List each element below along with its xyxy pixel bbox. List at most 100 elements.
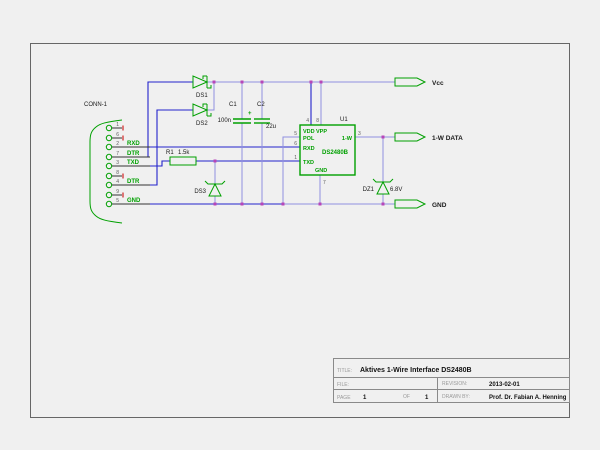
vcc-flag-label: Vcc [432, 80, 444, 87]
c2-value: 22u [266, 124, 276, 130]
c2-plus-sign: + [248, 111, 252, 117]
r1-body[interactable] [169, 156, 197, 166]
u1-part-number: DS2480B [322, 150, 349, 156]
connector-pin[interactable] [105, 162, 113, 170]
title-block: TITLE: Aktives 1-Wire Interface DS2480B … [333, 358, 570, 403]
pin-number: 5 [116, 198, 119, 204]
zener-dz1[interactable]: DZ1 6.8V [363, 178, 403, 195]
1w-data-flag-label: 1-W DATA [432, 135, 463, 142]
wire-txd-to-r1[interactable] [150, 160, 170, 167]
u1-pin-rxd: RXD [303, 146, 315, 152]
connector-pin[interactable] [105, 172, 113, 180]
sheet-title: Aktives 1-Wire Interface DS2480B [360, 367, 472, 374]
connector-pin[interactable] [105, 181, 113, 189]
page-number: 1 [363, 395, 367, 401]
junction-dot [281, 202, 285, 206]
u1-ref: U1 [340, 117, 348, 123]
ds3-symbol[interactable] [208, 182, 222, 197]
capacitor-c2[interactable]: C2 + 22u [248, 102, 276, 130]
pin-number: 1 [116, 122, 119, 128]
diode-ds2[interactable]: DS2 [192, 103, 212, 127]
drawn-by-label: DRAWN BY: [442, 394, 470, 400]
zener-ds3[interactable]: DS3 [194, 180, 226, 197]
connector-pin[interactable] [105, 124, 113, 132]
resistor-r1[interactable]: R1 1.5k [166, 150, 197, 166]
flag-vcc[interactable]: Vcc [394, 77, 444, 87]
ds1-schottky-hooks [202, 75, 212, 89]
net-label-gnd: GND [127, 198, 141, 204]
ds3-ref: DS3 [194, 189, 206, 195]
u1-body[interactable] [299, 124, 356, 176]
pin-number: 4 [116, 179, 119, 185]
pin-number: 7 [116, 151, 119, 157]
connector-pin[interactable] [105, 153, 113, 161]
junction-dot [240, 202, 244, 206]
connector-conn1[interactable]: CONN-1 1 6 2 7 3 8 4 9 5 [84, 102, 150, 224]
dz1-value: 6.8V [390, 187, 402, 193]
junction-dot [381, 202, 385, 206]
dz1-symbol[interactable] [376, 180, 390, 195]
connector-ref: CONN-1 [84, 102, 108, 108]
r1-value: 1.5k [178, 150, 190, 156]
ds2-ref: DS2 [196, 121, 208, 127]
connector-pin[interactable] [105, 134, 113, 142]
wire-dtr4-to-ds2[interactable] [150, 109, 193, 186]
junction-dot [319, 80, 323, 84]
ds1-symbol[interactable] [192, 75, 209, 89]
title-block-border [333, 358, 570, 403]
dz1-ref: DZ1 [363, 187, 375, 193]
u1-pin-pol: POL [303, 136, 315, 142]
u1-pin-vdd: VDD [303, 129, 315, 135]
u1-pin-number-rxd: 6 [294, 141, 297, 147]
wire-pol-to-gnd[interactable] [282, 136, 300, 204]
diode-ds1[interactable]: DS1 [192, 75, 212, 99]
net-label-dtr4: DTR [127, 179, 140, 185]
u1-pin-vpp: VPP [316, 129, 327, 135]
pin-number: 3 [116, 160, 119, 166]
u1-pin-number-vdd: 4 [306, 118, 309, 124]
u1-pin-number-1w: 3 [358, 131, 361, 137]
c1-value: 100n [218, 118, 231, 124]
revision-label: REVISION: [442, 381, 467, 387]
net-label-txd: TXD [127, 160, 140, 166]
pin-number: 8 [116, 170, 119, 176]
ds2-symbol[interactable] [192, 103, 209, 117]
sheet-border [30, 43, 570, 418]
u1-pin-1w: 1-W [342, 136, 353, 142]
pin-number: 9 [116, 189, 119, 195]
dz1-zener-bar [372, 178, 394, 183]
flag-gnd[interactable]: GND [394, 199, 447, 209]
wire-ds2-to-vcc[interactable] [207, 82, 215, 111]
connector-pin[interactable] [105, 200, 113, 208]
net-label-rxd: RXD [127, 141, 140, 147]
junction-dot [318, 202, 322, 206]
junction-dot [309, 80, 313, 84]
1w-data-flag-shape[interactable] [394, 132, 427, 142]
pin-number: 6 [116, 132, 119, 138]
gnd-flag-shape[interactable] [394, 199, 427, 209]
ds2-schottky-hooks [202, 103, 212, 117]
c2-ref: C2 [257, 102, 265, 108]
file-label: FILE: [337, 382, 349, 388]
connector-pin[interactable] [105, 143, 113, 151]
u1-pin-txd: TXD [303, 160, 314, 166]
flag-1w-data[interactable]: 1-W DATA [394, 132, 463, 142]
page-total: 1 [425, 395, 429, 401]
junction-dot [212, 80, 216, 84]
junction-dot [240, 80, 244, 84]
junction-dots [212, 80, 385, 206]
ic-u1[interactable]: U1 DS2480B VDD VPP POL RXD TXD 1-W GND 4… [294, 117, 361, 186]
connector-pin[interactable] [105, 191, 113, 199]
of-label: OF [403, 394, 410, 400]
capacitor-c1[interactable]: C1 100n [218, 102, 251, 124]
u1-pin-number-vpp: 8 [316, 118, 319, 124]
vcc-flag-shape[interactable] [394, 77, 427, 87]
u1-pin-number-txd: 1 [294, 155, 297, 161]
connector-outline[interactable] [89, 119, 123, 224]
junction-dot [260, 80, 264, 84]
gnd-flag-label: GND [432, 202, 447, 209]
ds3-zener-bar [204, 180, 226, 185]
c1-ref: C1 [229, 102, 237, 108]
